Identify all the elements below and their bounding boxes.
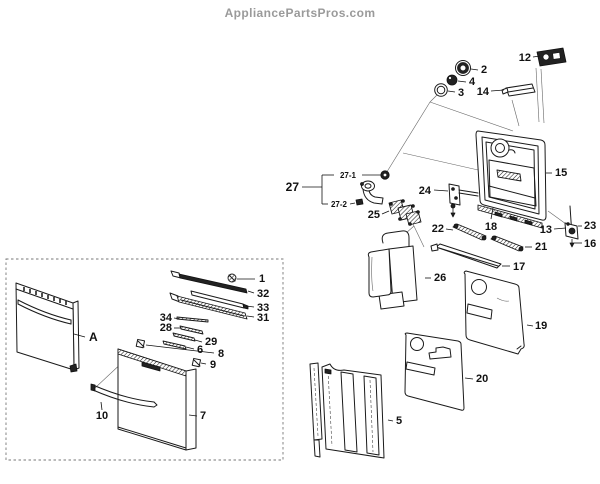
callout-27-bracket [302, 174, 381, 205]
reference-box [5, 258, 284, 461]
callout-25: 25 [368, 209, 380, 221]
phantom-lines [94, 67, 567, 404]
callout-29: 29 [205, 336, 217, 348]
callout-labels: A 1 32 33 31 34 28 29 6 8 9 7 10 2 4 3 1… [89, 52, 596, 427]
part-strip-28 [179, 325, 204, 335]
callout-14: 14 [477, 86, 490, 98]
callout-33: 33 [257, 302, 269, 314]
callout-20: 20 [476, 373, 488, 385]
part-seal-27-2 [355, 198, 364, 206]
part-strip-14 [501, 83, 536, 97]
part-vent-elbow-27 [360, 180, 384, 205]
part-grommet-2 [455, 60, 471, 76]
callout-6: 6 [197, 344, 203, 356]
callout-21: 21 [535, 241, 547, 253]
callout-31: 31 [257, 312, 269, 324]
part-bottom-bracket-18 [477, 204, 543, 229]
callout-2: 2 [481, 64, 487, 76]
part-strip-32 [170, 270, 248, 294]
callout-18: 18 [485, 221, 497, 233]
callout-16: 16 [584, 238, 596, 250]
callout-4: 4 [469, 76, 476, 88]
part-clip-9 [191, 357, 202, 368]
callout-28: 28 [160, 322, 172, 334]
callout-8: 8 [218, 348, 224, 360]
part-strip-29 [172, 332, 196, 342]
part-screw-1 [227, 273, 237, 283]
part-hinge-24 [448, 183, 479, 218]
callout-27-1: 27-1 [340, 171, 357, 180]
callout-22: 22 [432, 223, 444, 235]
part-hinge-23 [564, 205, 579, 248]
callout-23: 23 [584, 220, 596, 232]
callout-13: 13 [540, 224, 552, 236]
callout-32: 32 [257, 288, 269, 300]
part-grommet-27-1 [380, 170, 390, 180]
callout-26: 26 [434, 272, 446, 284]
callout-A: A [89, 330, 98, 344]
part-strip-22 [452, 223, 487, 241]
part-strip-17 [430, 243, 502, 269]
callout-17: 17 [513, 261, 525, 273]
callout-27: 27 [286, 180, 300, 194]
part-insulation-5 [309, 362, 385, 459]
callout-24: 24 [419, 185, 432, 197]
part-panel-20 [404, 332, 465, 411]
part-ball-4 [446, 74, 458, 86]
callout-27-2: 27-2 [331, 200, 348, 209]
callout-3: 3 [458, 87, 464, 99]
callout-12: 12 [519, 52, 531, 64]
part-strip-31 [169, 292, 248, 320]
part-panel-19 [463, 270, 525, 355]
part-strip-33 [190, 290, 249, 310]
part-strip-21 [490, 235, 524, 252]
part-door-assembly-A [15, 282, 80, 373]
part-strip-6 [162, 340, 187, 350]
callout-7: 7 [200, 410, 206, 422]
part-clip-8 [135, 338, 146, 349]
callout-5: 5 [396, 415, 402, 427]
part-dispenser-25 [388, 199, 422, 226]
part-latch-12 [536, 47, 567, 67]
callout-1: 1 [259, 273, 265, 285]
site-brand-text: AppliancePartsPros.com [224, 6, 376, 20]
part-bracket-26 [367, 230, 418, 310]
callout-15: 15 [555, 167, 567, 179]
callout-19: 19 [535, 320, 547, 332]
part-door-panel-7 [117, 348, 197, 451]
part-handle-10 [90, 383, 158, 408]
callout-10: 10 [96, 410, 108, 422]
callout-9: 9 [210, 359, 216, 371]
part-strip-34 [176, 316, 209, 323]
part-ring-3 [434, 83, 448, 97]
part-inner-door-15 [475, 130, 547, 221]
leader-lines [73, 55, 582, 422]
callout-34: 34 [160, 312, 173, 324]
